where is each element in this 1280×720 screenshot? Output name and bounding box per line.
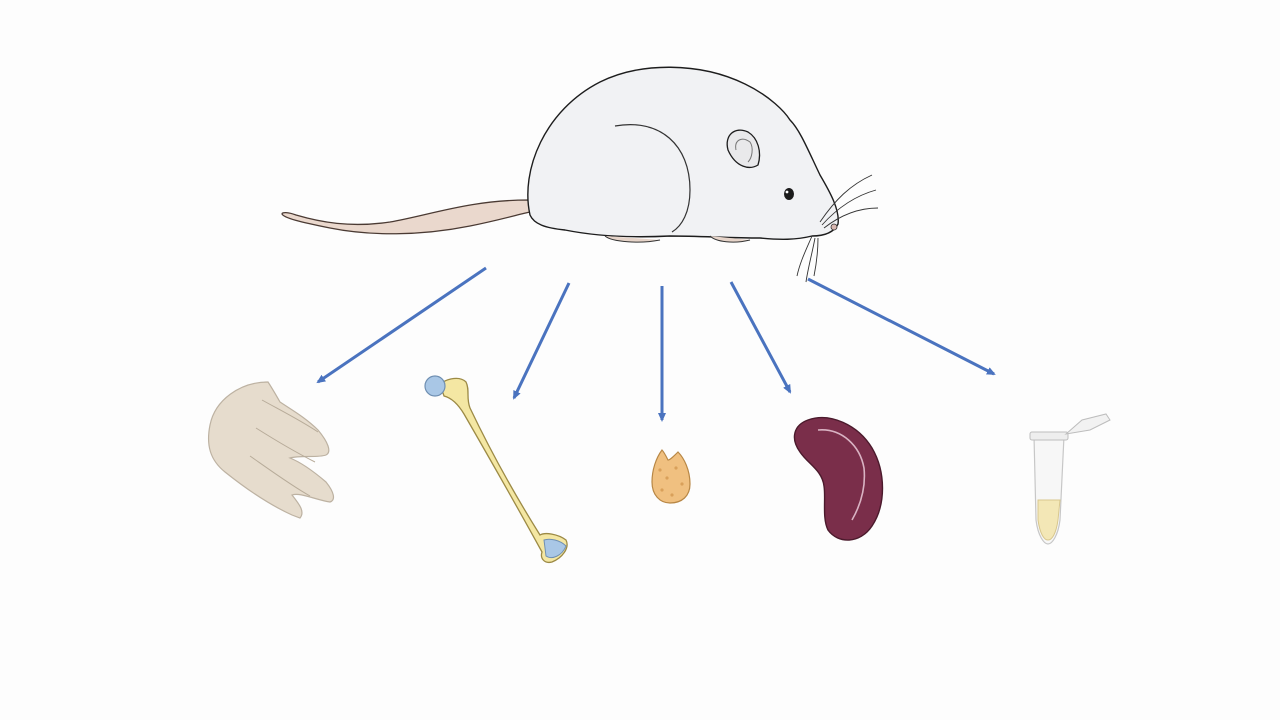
lymph-node-icon bbox=[652, 450, 690, 503]
arrow-to-bone bbox=[514, 283, 569, 398]
bone-icon bbox=[425, 376, 567, 562]
arrow-to-tube bbox=[808, 279, 994, 374]
rat-icon bbox=[282, 67, 878, 282]
arrows bbox=[318, 268, 994, 420]
tube-icon bbox=[1030, 414, 1110, 544]
spleen-icon bbox=[794, 418, 882, 540]
paw-icon bbox=[209, 382, 334, 518]
arrow-to-spleen bbox=[731, 282, 790, 392]
arrow-to-paw bbox=[318, 268, 486, 382]
